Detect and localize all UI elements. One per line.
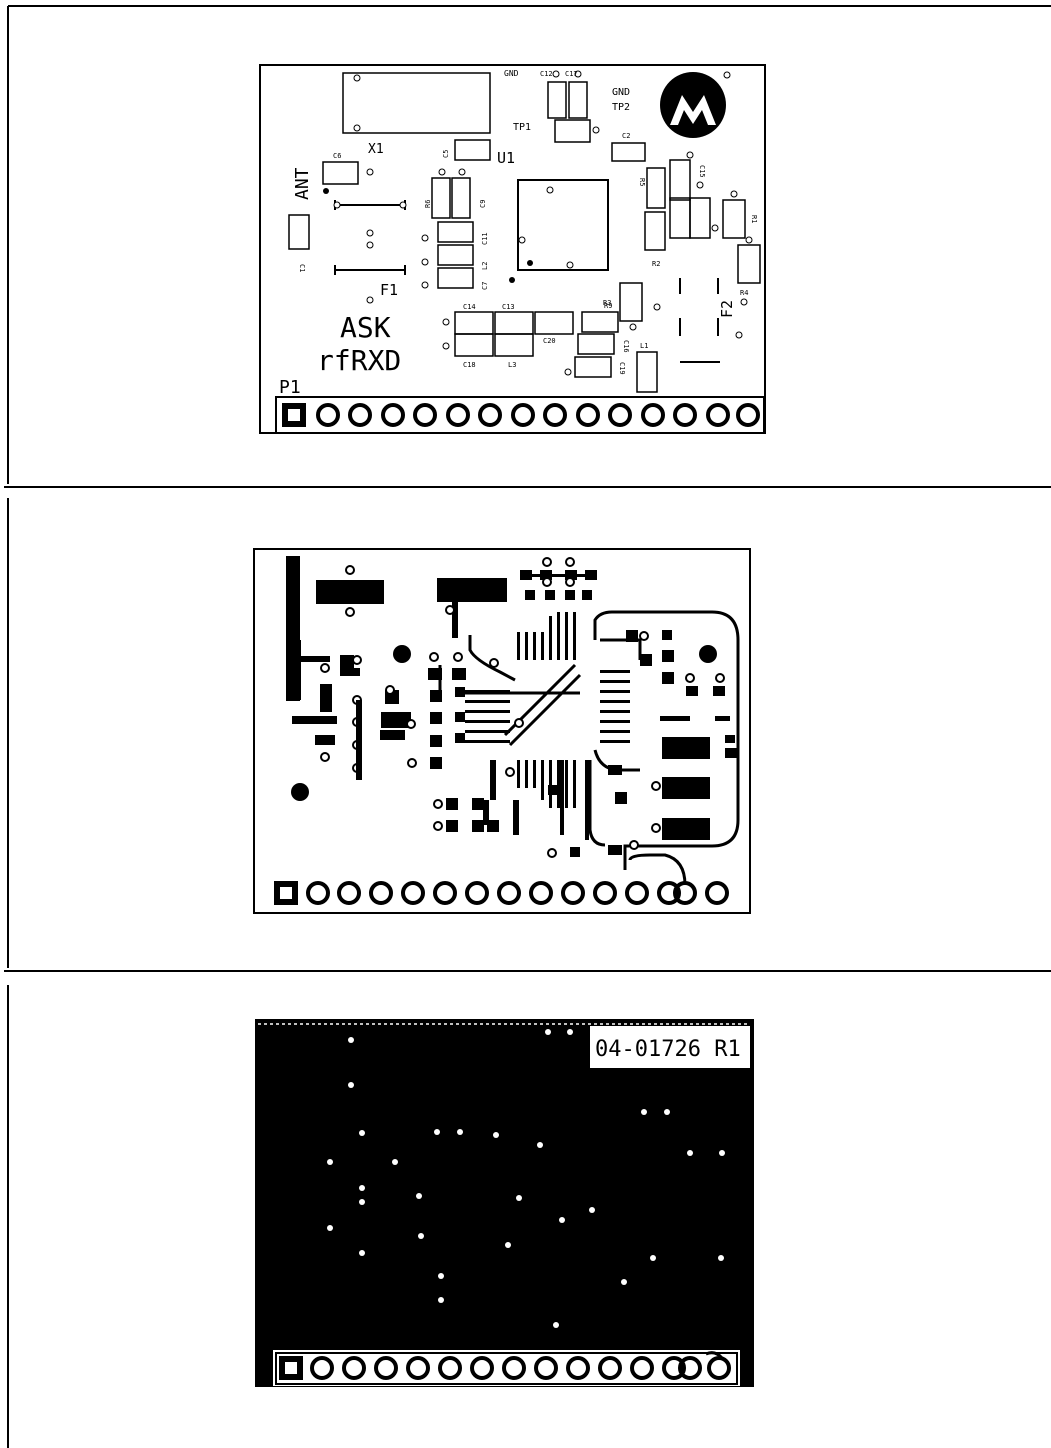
label-r6: R6 xyxy=(424,200,432,208)
connector-label-p1: P1 xyxy=(279,377,301,398)
label-c16: C16 xyxy=(622,340,630,353)
label-f2: F2 xyxy=(718,300,736,318)
label-u1: U1 xyxy=(497,149,515,167)
label-c7: C7 xyxy=(481,282,489,290)
label-tp1: TP1 xyxy=(513,122,531,133)
label-c17: C17 xyxy=(565,70,578,78)
label-c2: C2 xyxy=(622,132,630,140)
label-gnd-tp1: GND xyxy=(504,69,519,78)
label-c6: C6 xyxy=(333,152,341,160)
label-c9: C9 xyxy=(479,200,487,208)
label-ant: ANT xyxy=(292,167,313,200)
crystal-x1-outline xyxy=(342,72,491,134)
label-c15: C15 xyxy=(698,165,706,178)
silkscreen-panel: X1 ANT C6 C1 F1 ASK rfRXD P1 R6 xyxy=(259,64,766,434)
label-r4: R4 xyxy=(740,289,748,297)
label-c1: C1 xyxy=(298,264,306,272)
label-r5: R5 xyxy=(638,178,646,186)
label-tp2: TP2 xyxy=(612,102,630,113)
label-c20: C20 xyxy=(543,337,556,345)
via-holes xyxy=(327,1029,725,1328)
label-r1: R1 xyxy=(750,215,758,223)
label-x1: X1 xyxy=(368,142,384,157)
label-f1: F1 xyxy=(380,281,398,299)
label-c5: C5 xyxy=(442,150,450,158)
board-id: 04-01726 R1 xyxy=(595,1037,741,1062)
bottom-copper-panel: 04-01726 R1 xyxy=(255,1019,754,1387)
label-c13: C13 xyxy=(502,303,515,311)
label-c19: C19 xyxy=(618,362,626,375)
microchip-logo xyxy=(660,72,726,138)
label-r2: R2 xyxy=(652,260,660,268)
label-l3: L3 xyxy=(508,361,516,369)
figure-frame xyxy=(4,5,1051,1448)
label-c12: C12 xyxy=(540,70,553,78)
label-r3: R3 xyxy=(603,299,611,307)
board-id-box xyxy=(590,1026,750,1068)
board-name-line1: ASK xyxy=(340,311,391,344)
filter-f2-outline xyxy=(679,278,720,363)
label-l1: L1 xyxy=(640,342,648,350)
ic-u1-outline xyxy=(517,179,609,271)
label-c14: C14 xyxy=(463,303,476,311)
top-copper-panel xyxy=(253,548,751,914)
board-name-line2: rfRXD xyxy=(317,344,401,377)
label-l2: L2 xyxy=(481,262,489,270)
top-copper-connector-pads xyxy=(274,881,729,905)
label-c18: C18 xyxy=(463,361,476,369)
label-gnd-tp2: GND xyxy=(612,87,630,98)
connector-p1 xyxy=(275,396,765,434)
bottom-copper-connector xyxy=(273,1350,740,1386)
label-r9: R9 xyxy=(604,302,612,310)
label-c11: C11 xyxy=(481,232,489,245)
